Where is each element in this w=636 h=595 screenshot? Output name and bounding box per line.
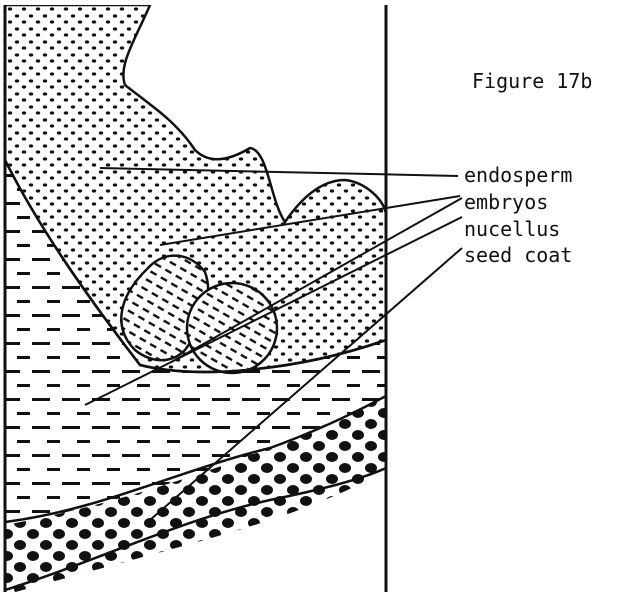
figure-title: Figure 17b bbox=[472, 69, 592, 93]
label-endosperm: endosperm bbox=[464, 163, 572, 187]
label-embryos: embryos bbox=[464, 190, 548, 214]
label-nucellus: nucellus bbox=[464, 217, 560, 241]
label-seed-coat: seed coat bbox=[464, 243, 572, 267]
